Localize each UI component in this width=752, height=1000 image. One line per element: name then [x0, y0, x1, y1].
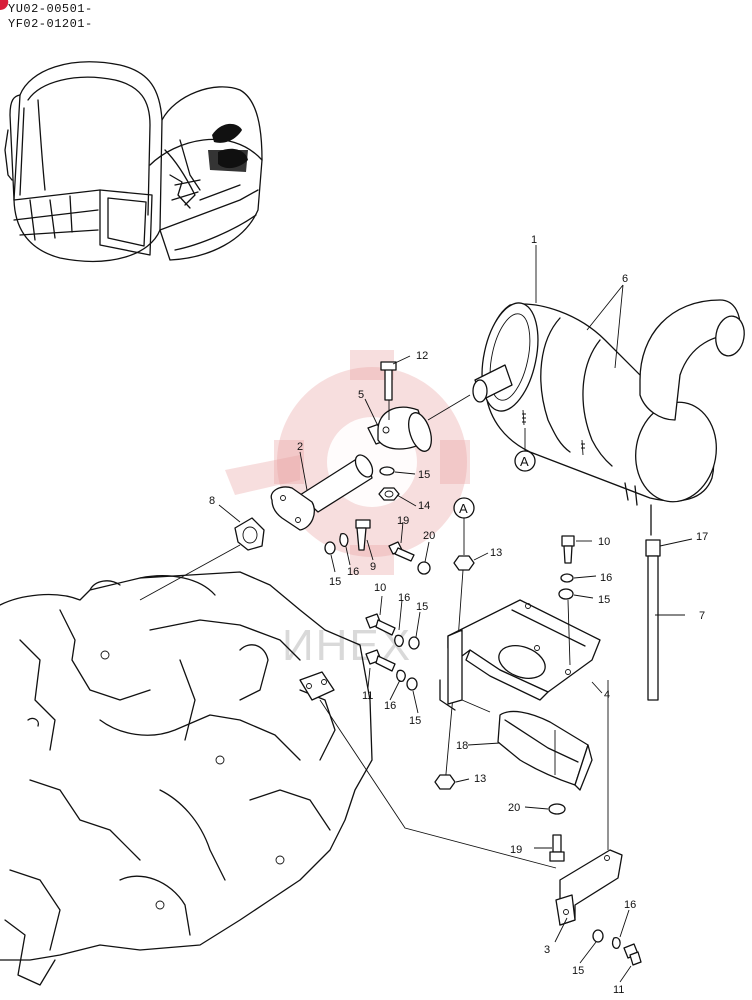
label-20-lower: 20 — [508, 802, 520, 814]
label-8: 8 — [209, 495, 215, 507]
bolt-19-upper[interactable] — [388, 541, 415, 562]
washer-15-left-a[interactable] — [408, 636, 420, 650]
nut-13-upper[interactable] — [453, 555, 475, 571]
label-10-right: 10 — [598, 536, 610, 548]
callout-a-bracket: A — [453, 497, 475, 519]
label-15-left-a: 15 — [416, 601, 428, 613]
bolt-11-lower[interactable] — [623, 943, 642, 966]
lock-washer-16-right[interactable] — [560, 573, 574, 583]
label-16-right: 16 — [600, 572, 612, 584]
tail-pipe[interactable] — [645, 504, 661, 701]
label-13-upper: 13 — [490, 547, 502, 559]
label-5: 5 — [358, 389, 364, 401]
washer-15-right[interactable] — [558, 588, 574, 600]
bolt-19-lower[interactable] — [549, 834, 565, 862]
washer-15-clamp[interactable] — [379, 466, 395, 476]
label-3: 3 — [544, 944, 550, 956]
label-16-flange: 16 — [347, 566, 359, 578]
label-17: 17 — [696, 531, 708, 543]
leader-lines — [218, 245, 693, 983]
washer-15-flange[interactable] — [324, 541, 336, 555]
label-15-lower: 15 — [572, 965, 584, 977]
serial-number-1: YU02-00501- — [8, 2, 93, 16]
nut-14[interactable] — [378, 487, 400, 501]
label-12: 12 — [416, 350, 428, 362]
label-16-lower: 16 — [624, 899, 636, 911]
label-11-lower: 11 — [613, 984, 624, 996]
heat-shield[interactable] — [497, 710, 593, 791]
lock-washer-16-flange[interactable] — [339, 533, 349, 548]
engine-block — [0, 571, 373, 986]
label-15-right: 15 — [598, 594, 610, 606]
label-11-left: 11 — [362, 690, 373, 702]
label-18: 18 — [456, 740, 468, 752]
label-6: 6 — [622, 273, 628, 285]
bolt-12[interactable] — [380, 361, 397, 401]
label-4: 4 — [604, 689, 610, 701]
label-19-lower: 19 — [510, 844, 522, 856]
washer-20-upper[interactable] — [417, 561, 431, 575]
label-1: 1 — [531, 234, 537, 246]
label-13-lower: 13 — [474, 773, 486, 785]
gasket[interactable] — [234, 517, 265, 551]
lock-washer-16-lower[interactable] — [611, 937, 621, 949]
nut-13-lower[interactable] — [434, 774, 456, 790]
bolt-10-left[interactable] — [365, 613, 396, 636]
exhaust-pipe[interactable] — [270, 452, 376, 531]
bolt-10-right[interactable] — [561, 535, 575, 564]
label-15-left-b: 15 — [409, 715, 421, 727]
label-16-left-b: 16 — [384, 700, 396, 712]
svg-text:A: A — [459, 501, 468, 516]
muffler-bracket[interactable] — [439, 599, 601, 711]
machine-overview-sketch — [4, 61, 263, 262]
label-15-flange: 15 — [329, 576, 341, 588]
label-14: 14 — [418, 500, 430, 512]
bolt-11-left[interactable] — [365, 649, 396, 672]
label-15-clamp: 15 — [418, 469, 430, 481]
bolt-9[interactable] — [355, 519, 371, 551]
corner-logo-icon — [0, 0, 9, 11]
washer-15-lower[interactable] — [592, 929, 604, 943]
lock-washer-16-left-b[interactable] — [396, 669, 406, 682]
label-2: 2 — [297, 441, 303, 453]
label-19-upper: 19 — [397, 515, 409, 527]
label-7: 7 — [699, 610, 705, 622]
muffler[interactable] — [472, 298, 747, 508]
label-16-left-a: 16 — [398, 592, 410, 604]
label-9: 9 — [370, 561, 376, 573]
washer-15-left-b[interactable] — [406, 677, 418, 691]
muffler-stay[interactable] — [555, 849, 623, 926]
washer-20-lower[interactable] — [548, 803, 566, 815]
serial-number-2: YF02-01201- — [8, 17, 93, 31]
part-labels: 1 2 3 4 5 6 7 8 9 10 10 11 11 12 13 13 1… — [209, 234, 708, 996]
pipe-clamp[interactable] — [367, 406, 436, 454]
lock-washer-16-left-a[interactable] — [394, 634, 404, 647]
svg-text:A: A — [520, 454, 529, 469]
callout-a-muffler: A — [514, 450, 536, 472]
label-10-left: 10 — [374, 582, 386, 594]
label-20-upper: 20 — [423, 530, 435, 542]
